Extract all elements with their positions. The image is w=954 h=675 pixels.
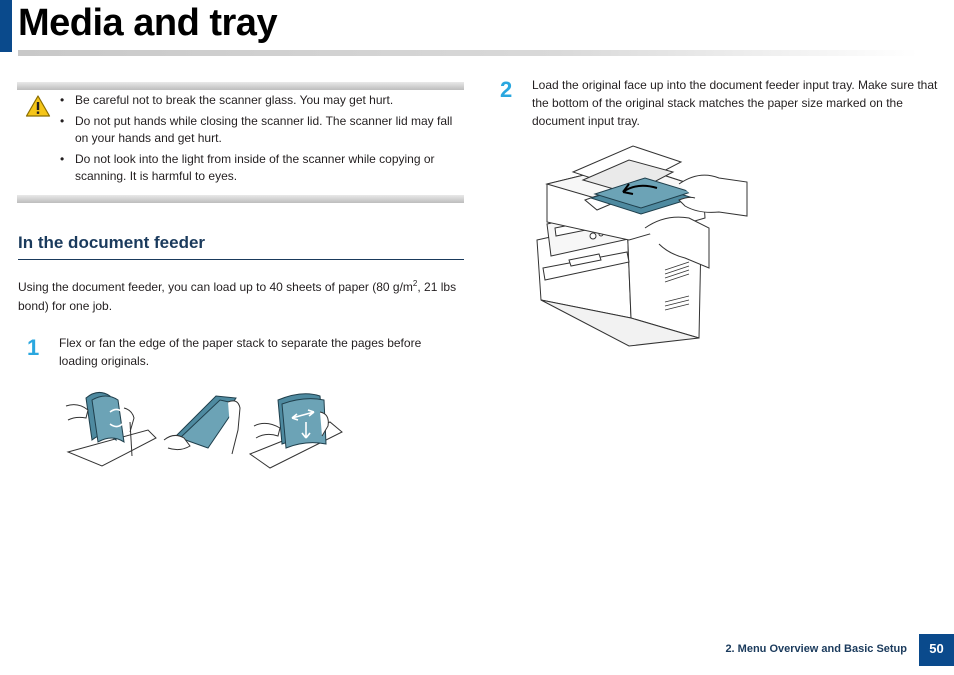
caution-item: Be careful not to break the scanner glas… <box>60 92 460 109</box>
title-rule <box>18 50 918 56</box>
page-number: 50 <box>919 634 954 666</box>
step-2-number: 2 <box>500 77 513 102</box>
step-2-text: Load the original face up into the docum… <box>532 78 938 128</box>
section-rule <box>18 259 464 260</box>
caution-item: Do not put hands while closing the scann… <box>60 113 460 147</box>
step-1-text: Flex or fan the edge of the paper stack … <box>59 336 422 368</box>
section-heading: In the document feeder <box>18 233 206 252</box>
caution-top-bar <box>17 82 464 90</box>
caution-item: Do not look into the light from inside o… <box>60 151 460 185</box>
footer-section-title: 2. Menu Overview and Basic Setup <box>725 643 907 655</box>
intro-paragraph: Using the document feeder, you can load … <box>18 278 464 316</box>
title-accent-bar <box>0 0 12 52</box>
paper-flex-illustration <box>65 392 157 467</box>
caution-list: Be careful not to break the scanner glas… <box>60 92 460 189</box>
caution-box: Be careful not to break the scanner glas… <box>17 82 464 203</box>
paper-straighten-illustration <box>248 393 343 469</box>
intro-superscript: 2 <box>412 279 418 288</box>
caution-bottom-bar <box>17 195 464 203</box>
step-1-number: 1 <box>27 335 40 360</box>
paper-fan-illustration <box>163 395 241 455</box>
intro-text: Using the document feeder, you can load … <box>18 280 413 294</box>
intro-text: , 21 lbs bond) for one job. <box>18 280 457 313</box>
printer-loading-illustration <box>536 145 748 347</box>
paper-handling-illustrations <box>65 392 343 469</box>
page-title: Media and tray <box>18 2 278 44</box>
caution-icon <box>25 95 51 117</box>
